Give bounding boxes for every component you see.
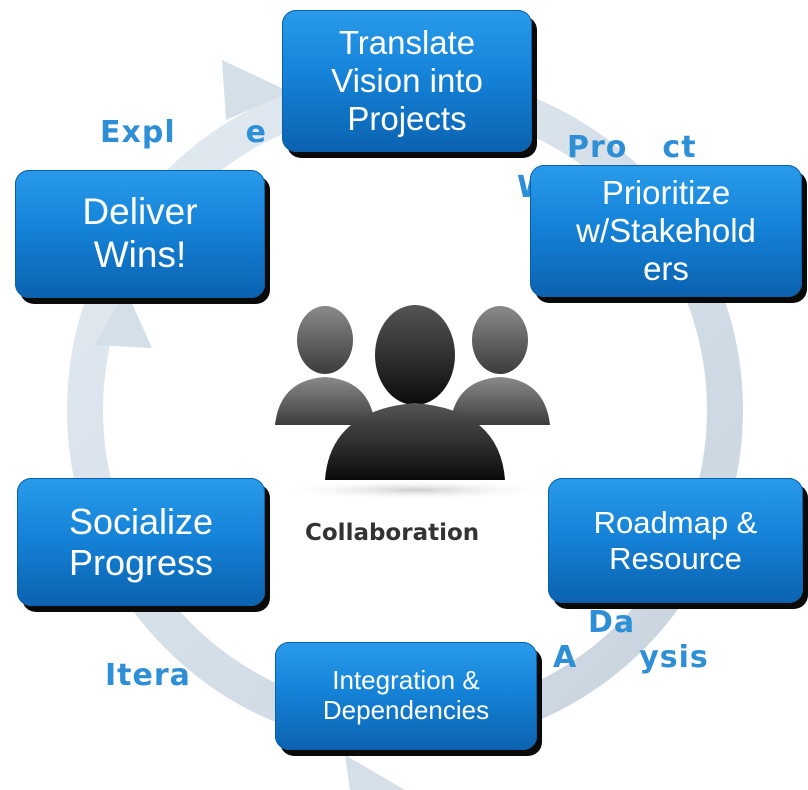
collaboration-label: Collaboration (305, 520, 480, 546)
step-deliver-wins[interactable]: Deliver Wins! (15, 170, 265, 298)
people-icon (275, 305, 555, 500)
person-right (450, 306, 550, 425)
ring-arrow-head-bottom (345, 755, 405, 790)
ring-arrow-head-top (222, 60, 290, 120)
step-socialize-progress[interactable]: Socialize Progress (17, 478, 265, 606)
step-translate-vision[interactable]: Translate Vision into Projects (282, 10, 532, 152)
ring-arrow-head-left (95, 290, 152, 348)
step-roadmap-resource[interactable]: Roadmap & Resource (548, 478, 803, 603)
iterate-label: Itera (105, 658, 191, 693)
step-integration-dependencies[interactable]: Integration & Dependencies (275, 642, 537, 750)
person-center (325, 305, 505, 480)
data-label: Da (588, 605, 636, 640)
step-prioritize[interactable]: Prioritize w/Stakehold ers (530, 165, 802, 297)
person-left (275, 306, 375, 425)
